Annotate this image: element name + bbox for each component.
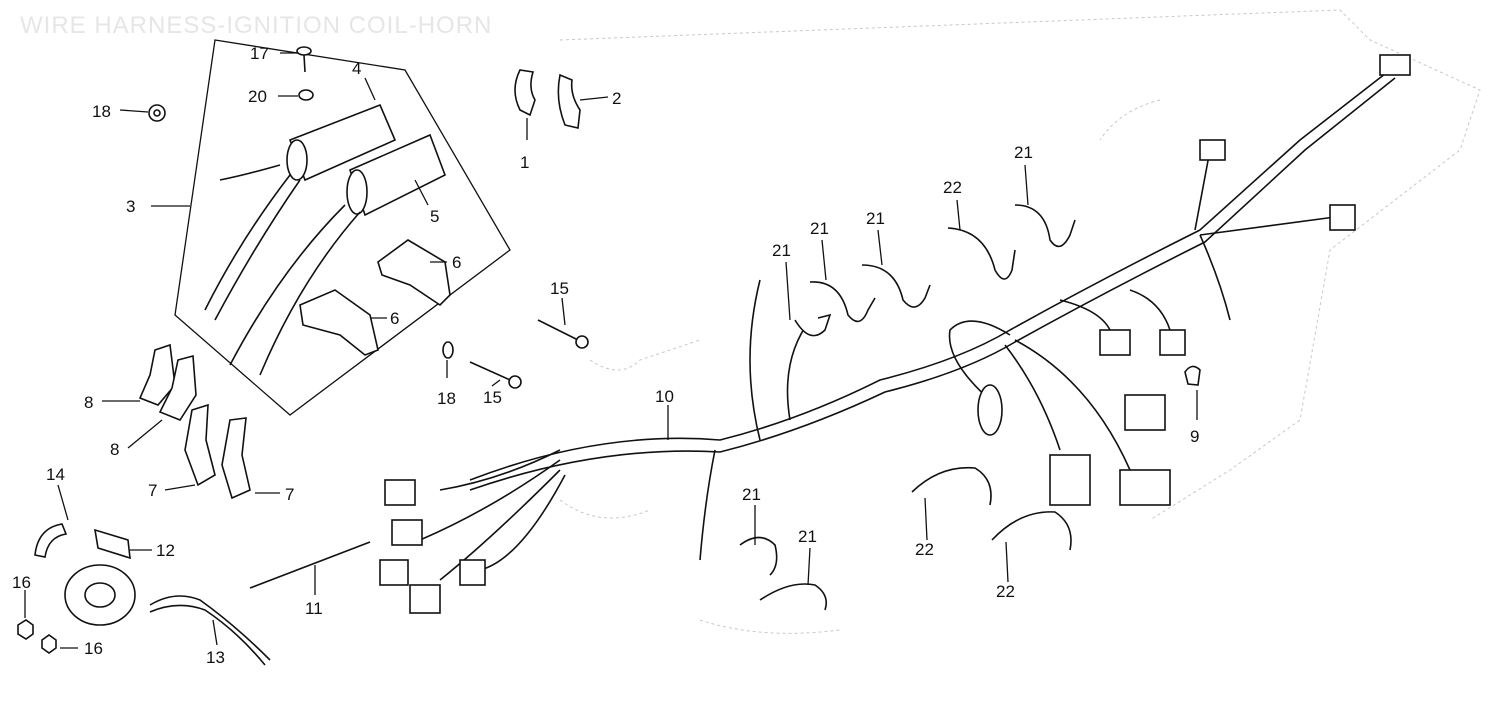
leader-lines — [24, 52, 1198, 649]
wire-11[interactable] — [249, 541, 371, 589]
clamp-1[interactable] — [514, 69, 536, 117]
ignition-coil-4[interactable] — [204, 103, 397, 321]
nut-16-upper[interactable] — [17, 619, 34, 640]
nut-20[interactable] — [298, 89, 314, 101]
callout-labels: 1 2 3 4 5 6 6 7 7 8 8 9 10 11 12 13 14 1… — [12, 44, 1199, 667]
coil-bracket-6-upper[interactable] — [377, 239, 451, 307]
bolt-15-upper[interactable] — [537, 319, 589, 349]
coil-bracket-6-lower[interactable] — [299, 289, 379, 356]
callout-21b: 21 — [810, 219, 829, 238]
diagram-title: WIRE HARNESS-IGNITION COIL-HORN — [20, 12, 493, 39]
callout-6a: 6 — [452, 253, 461, 272]
callout-7b: 7 — [285, 485, 294, 504]
callout-12: 12 — [156, 541, 175, 560]
part-9-clip[interactable] — [1184, 365, 1201, 386]
callout-7a: 7 — [148, 481, 157, 500]
callout-21d: 21 — [1014, 143, 1033, 162]
callout-11: 11 — [305, 599, 323, 618]
clamp-2[interactable] — [557, 73, 581, 129]
plug-cap-8-lower[interactable] — [158, 354, 197, 421]
plug-cap-7-right[interactable] — [221, 417, 251, 500]
grommet-18-center[interactable] — [442, 341, 454, 359]
harness-clamps-22[interactable] — [911, 227, 1072, 551]
horn-wire-13[interactable] — [149, 595, 271, 666]
bolt-15-lower[interactable] — [469, 361, 522, 389]
harness-connectors[interactable] — [379, 54, 1411, 614]
callout-3: 3 — [126, 197, 135, 216]
grommet-18-left[interactable] — [148, 104, 166, 122]
callout-15a: 15 — [550, 279, 569, 298]
callout-18a: 18 — [92, 102, 111, 121]
callout-9: 9 — [1190, 427, 1199, 446]
callout-18b: 18 — [437, 389, 456, 408]
horn-stay-12[interactable] — [93, 528, 131, 560]
plug-cap-7-left[interactable] — [184, 403, 216, 487]
callout-10: 10 — [655, 387, 674, 406]
ignition-coil-group-outline — [174, 39, 511, 416]
callout-6b: 6 — [390, 309, 399, 328]
callout-21a: 21 — [772, 241, 791, 260]
callout-5: 5 — [430, 207, 439, 226]
callout-22a: 22 — [943, 178, 962, 197]
callout-21f: 21 — [798, 527, 817, 546]
harness-clamps-21[interactable] — [739, 204, 1076, 611]
callout-16b: 16 — [84, 639, 103, 658]
callout-8b: 8 — [110, 440, 119, 459]
callout-1: 1 — [520, 153, 529, 172]
plug-cap-8-upper[interactable] — [138, 343, 176, 406]
nut-16-lower[interactable] — [41, 634, 57, 654]
callout-21e: 21 — [742, 485, 761, 504]
callout-4: 4 — [352, 59, 361, 78]
frame-outline — [559, 9, 1481, 634]
main-wire-harness-10[interactable] — [419, 69, 1396, 581]
callout-17: 17 — [250, 44, 269, 63]
callout-21c: 21 — [866, 209, 885, 228]
callout-16a: 16 — [12, 573, 31, 592]
callout-22c: 22 — [996, 582, 1015, 601]
callout-15b: 15 — [483, 388, 502, 407]
horn[interactable] — [64, 564, 136, 626]
horn-bracket-14[interactable] — [34, 523, 68, 558]
callout-13: 13 — [206, 648, 225, 667]
ignition-coil-5[interactable] — [229, 133, 447, 376]
callout-8a: 8 — [84, 393, 93, 412]
callout-14: 14 — [46, 465, 65, 484]
callout-22b: 22 — [915, 540, 934, 559]
bolt-17[interactable] — [296, 46, 312, 73]
callout-20: 20 — [248, 87, 267, 106]
callout-2: 2 — [612, 89, 621, 108]
